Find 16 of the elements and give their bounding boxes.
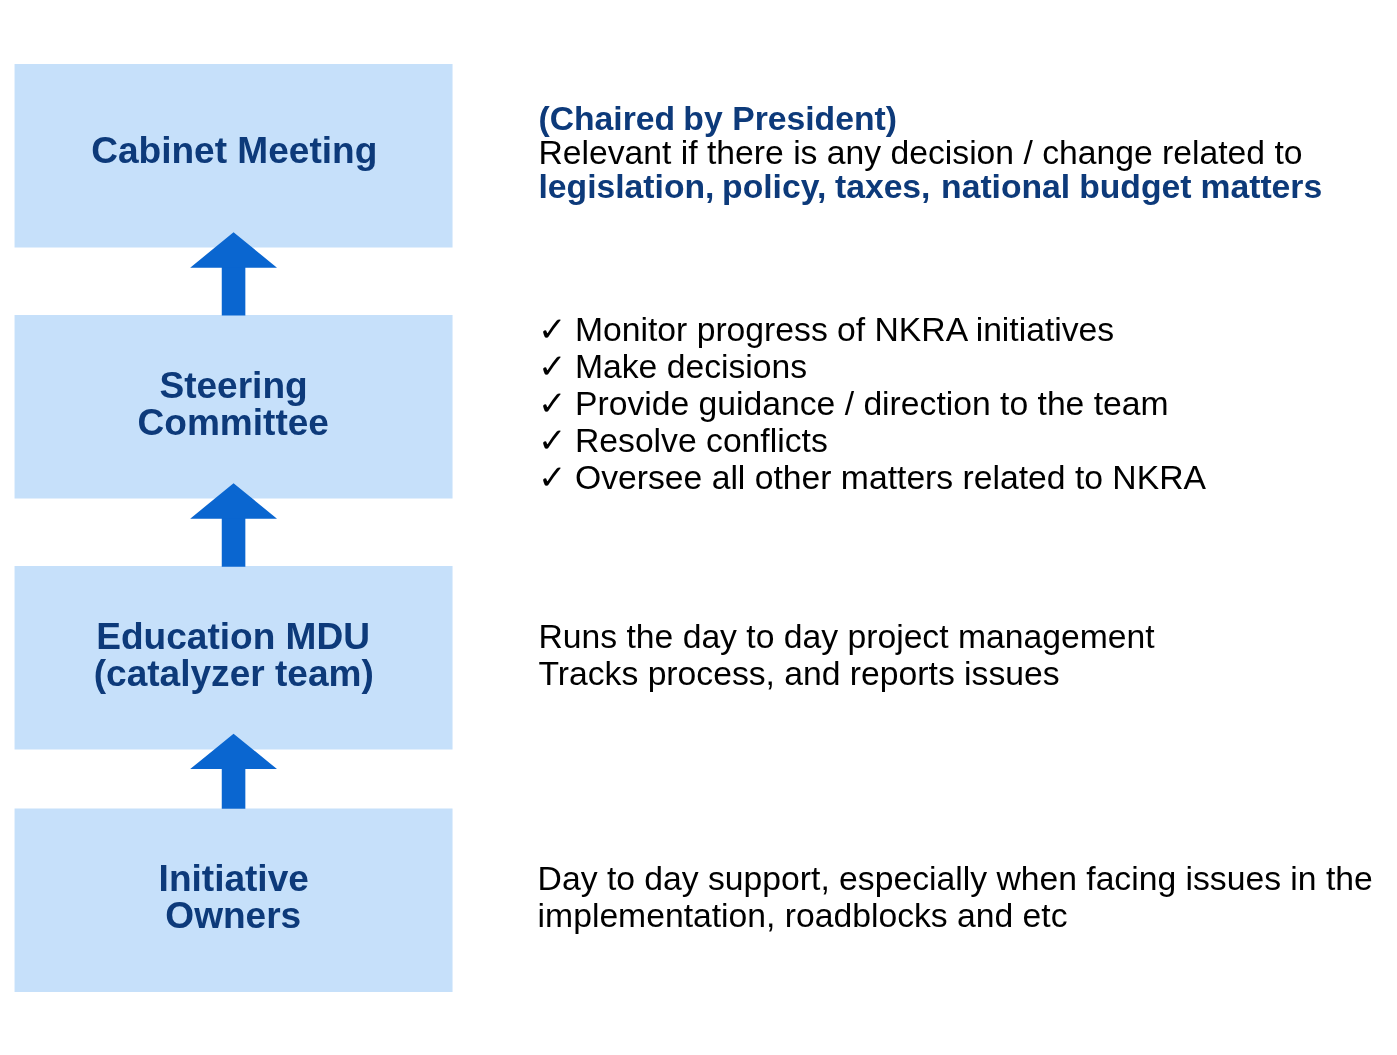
node-box: Education MDU (catalyzer team) [14, 565, 453, 749]
node-label: ✓ Oversee all other matters related to NKRA [537, 458, 1206, 496]
node-label: ✓ Resolve conflicts [537, 421, 828, 459]
arrow [190, 733, 277, 809]
node-label: ✓ Make decisions [537, 347, 808, 385]
arrow [190, 482, 277, 567]
node-label: Day to day support, especially when facing issues in the implementation, roadblocks and etc [537, 859, 1373, 934]
node-label: Tracks process, and reports issues [538, 654, 1060, 692]
arrow [190, 231, 277, 316]
node-box: Initiative Owners [14, 808, 453, 992]
node-label: ✓ Provide guidance / direction to the team [537, 384, 1169, 422]
node-box: Steering Committee [14, 314, 453, 498]
node-label: ✓ Monitor progress of NKRA initiatives [537, 310, 1115, 348]
node-box: Cabinet Meeting [14, 63, 453, 247]
node-label: (Chaired by President) [538, 99, 897, 137]
node-label: Runs the day to day project management [538, 617, 1155, 655]
